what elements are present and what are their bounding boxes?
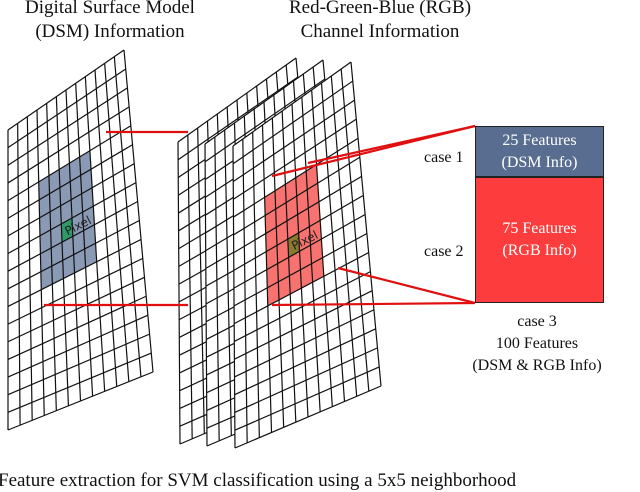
dsm-grid-line bbox=[7, 371, 154, 431]
connector-line bbox=[337, 266, 476, 305]
rgb-grid-line bbox=[233, 156, 361, 236]
rgb-grid-line bbox=[291, 103, 309, 418]
dsm-grid-line bbox=[113, 56, 142, 377]
case1-label: case 1 bbox=[424, 149, 464, 166]
dsm-grid-line bbox=[7, 295, 147, 360]
rgb-grid-line bbox=[271, 117, 285, 428]
rgb-grid-line bbox=[234, 385, 382, 449]
connector-line bbox=[271, 301, 476, 307]
rgb-grid-line bbox=[233, 194, 364, 271]
dsm-grid-line bbox=[94, 69, 118, 387]
rgb-grid-line bbox=[234, 347, 378, 414]
rgb-grid-line bbox=[301, 96, 321, 412]
rgb-grid-stack: Pixel bbox=[177, 57, 382, 449]
dsm-grid-line bbox=[36, 109, 45, 416]
rgb-title-line2: Channel Information bbox=[300, 21, 460, 42]
dsm-grid-line bbox=[26, 116, 33, 421]
rgb-grid-line bbox=[340, 68, 370, 392]
combined-features-count: 100 Features bbox=[495, 335, 579, 352]
rgb-grid-line bbox=[311, 89, 333, 407]
dsm-grid-line bbox=[7, 238, 142, 308]
case2-label: case 2 bbox=[424, 243, 464, 260]
rgb-grid-line bbox=[233, 233, 368, 307]
rgb-back-grid-line bbox=[197, 127, 205, 434]
dsm-features-count: 25 Features bbox=[502, 131, 577, 149]
rgb-grid-line bbox=[234, 366, 380, 431]
connector-line bbox=[271, 124, 476, 178]
rgb-title-line1: Red-Green-Blue (RGB) bbox=[288, 0, 472, 18]
rgb-grid-line bbox=[233, 175, 362, 254]
dsm-grid-line bbox=[7, 276, 145, 343]
rgb-grid-line bbox=[233, 213, 366, 289]
rgb-grid-line bbox=[232, 61, 352, 147]
dsm-center-pixel bbox=[61, 218, 73, 243]
dsm-grid-line bbox=[7, 125, 132, 202]
rgb-back-grid-line bbox=[177, 76, 299, 161]
rgb-grid-line bbox=[350, 61, 382, 387]
dsm-grid-line bbox=[7, 49, 125, 131]
dsm-grid-line bbox=[17, 123, 21, 426]
combined-features-info: (DSM & RGB Info) bbox=[472, 357, 602, 374]
dsm-grid-line bbox=[7, 182, 137, 255]
dsm-grid-line bbox=[84, 76, 106, 392]
rgb-back-grid-line bbox=[224, 129, 232, 436]
rgb-features-count: 75 Features bbox=[502, 220, 577, 237]
dsm-grid: Pixel bbox=[7, 49, 154, 431]
rgb-grid-line bbox=[281, 110, 297, 423]
dsm-grid-line bbox=[7, 68, 127, 149]
rgb-grid-line bbox=[234, 309, 375, 378]
dsm-grid-line bbox=[7, 257, 144, 325]
rgb-grid-line bbox=[320, 82, 346, 402]
rgb-grid-line bbox=[330, 75, 358, 397]
dsm-grid-line bbox=[7, 106, 130, 184]
dsm-grid-line bbox=[7, 201, 138, 272]
rgb-grid-line bbox=[234, 290, 373, 360]
dsm-grid-line bbox=[104, 63, 130, 382]
dsm-grid-line bbox=[7, 352, 152, 413]
rgb-grid-line bbox=[233, 118, 357, 200]
dsm-grid-line bbox=[7, 219, 140, 290]
rgb-grid-line bbox=[242, 138, 248, 443]
rgb-back-grid-line bbox=[204, 143, 208, 447]
rgb-back-grid-line bbox=[204, 59, 324, 145]
rgb-grid-line bbox=[252, 131, 260, 438]
rgb-back-grid-line bbox=[177, 141, 181, 445]
dsm-title-line1: Digital Surface Model bbox=[25, 0, 195, 18]
rgb-features-info: (RGB Info) bbox=[502, 242, 577, 259]
rgb-grid-line bbox=[233, 137, 359, 218]
dsm-grid-line bbox=[46, 103, 57, 411]
dsm-grid-line bbox=[123, 49, 154, 373]
rgb-grid-line bbox=[234, 271, 371, 342]
dsm-grid-line bbox=[55, 96, 70, 406]
rgb-grid-line bbox=[232, 80, 354, 165]
dsm-grid-line bbox=[7, 163, 135, 237]
rgb-center-pixel bbox=[287, 232, 300, 258]
dsm-features-box: 25 Features (DSM Info) bbox=[475, 126, 604, 177]
rgb-back-grid-line bbox=[177, 57, 297, 143]
dsm-title-line2: (DSM) Information bbox=[35, 21, 185, 42]
dsm-grid-line bbox=[7, 87, 128, 166]
rgb-grid-line bbox=[233, 252, 369, 325]
figure-caption: Feature extraction for SVM classificatio… bbox=[0, 470, 517, 491]
dsm-grid-line bbox=[7, 144, 133, 219]
rgb-back-grid-line bbox=[214, 136, 220, 441]
rgb-grid-line bbox=[232, 99, 355, 183]
rgb-features-box: 75 Features (RGB Info) bbox=[475, 177, 604, 303]
dsm-grid-line bbox=[65, 89, 82, 402]
case3-label: case 3 bbox=[517, 313, 557, 330]
rgb-grid-line bbox=[232, 145, 236, 449]
rgb-back-grid-line bbox=[187, 134, 193, 439]
rgb-grid-line bbox=[234, 328, 376, 396]
rgb-grid-line bbox=[261, 124, 273, 433]
dsm-grid-line bbox=[7, 314, 149, 378]
dsm-grid-line bbox=[7, 333, 150, 396]
connector-lines bbox=[44, 124, 476, 307]
dsm-grid-line bbox=[75, 83, 94, 397]
dsm-features-info: (DSM Info) bbox=[501, 153, 578, 171]
rgb-back-grid-line bbox=[204, 78, 326, 163]
